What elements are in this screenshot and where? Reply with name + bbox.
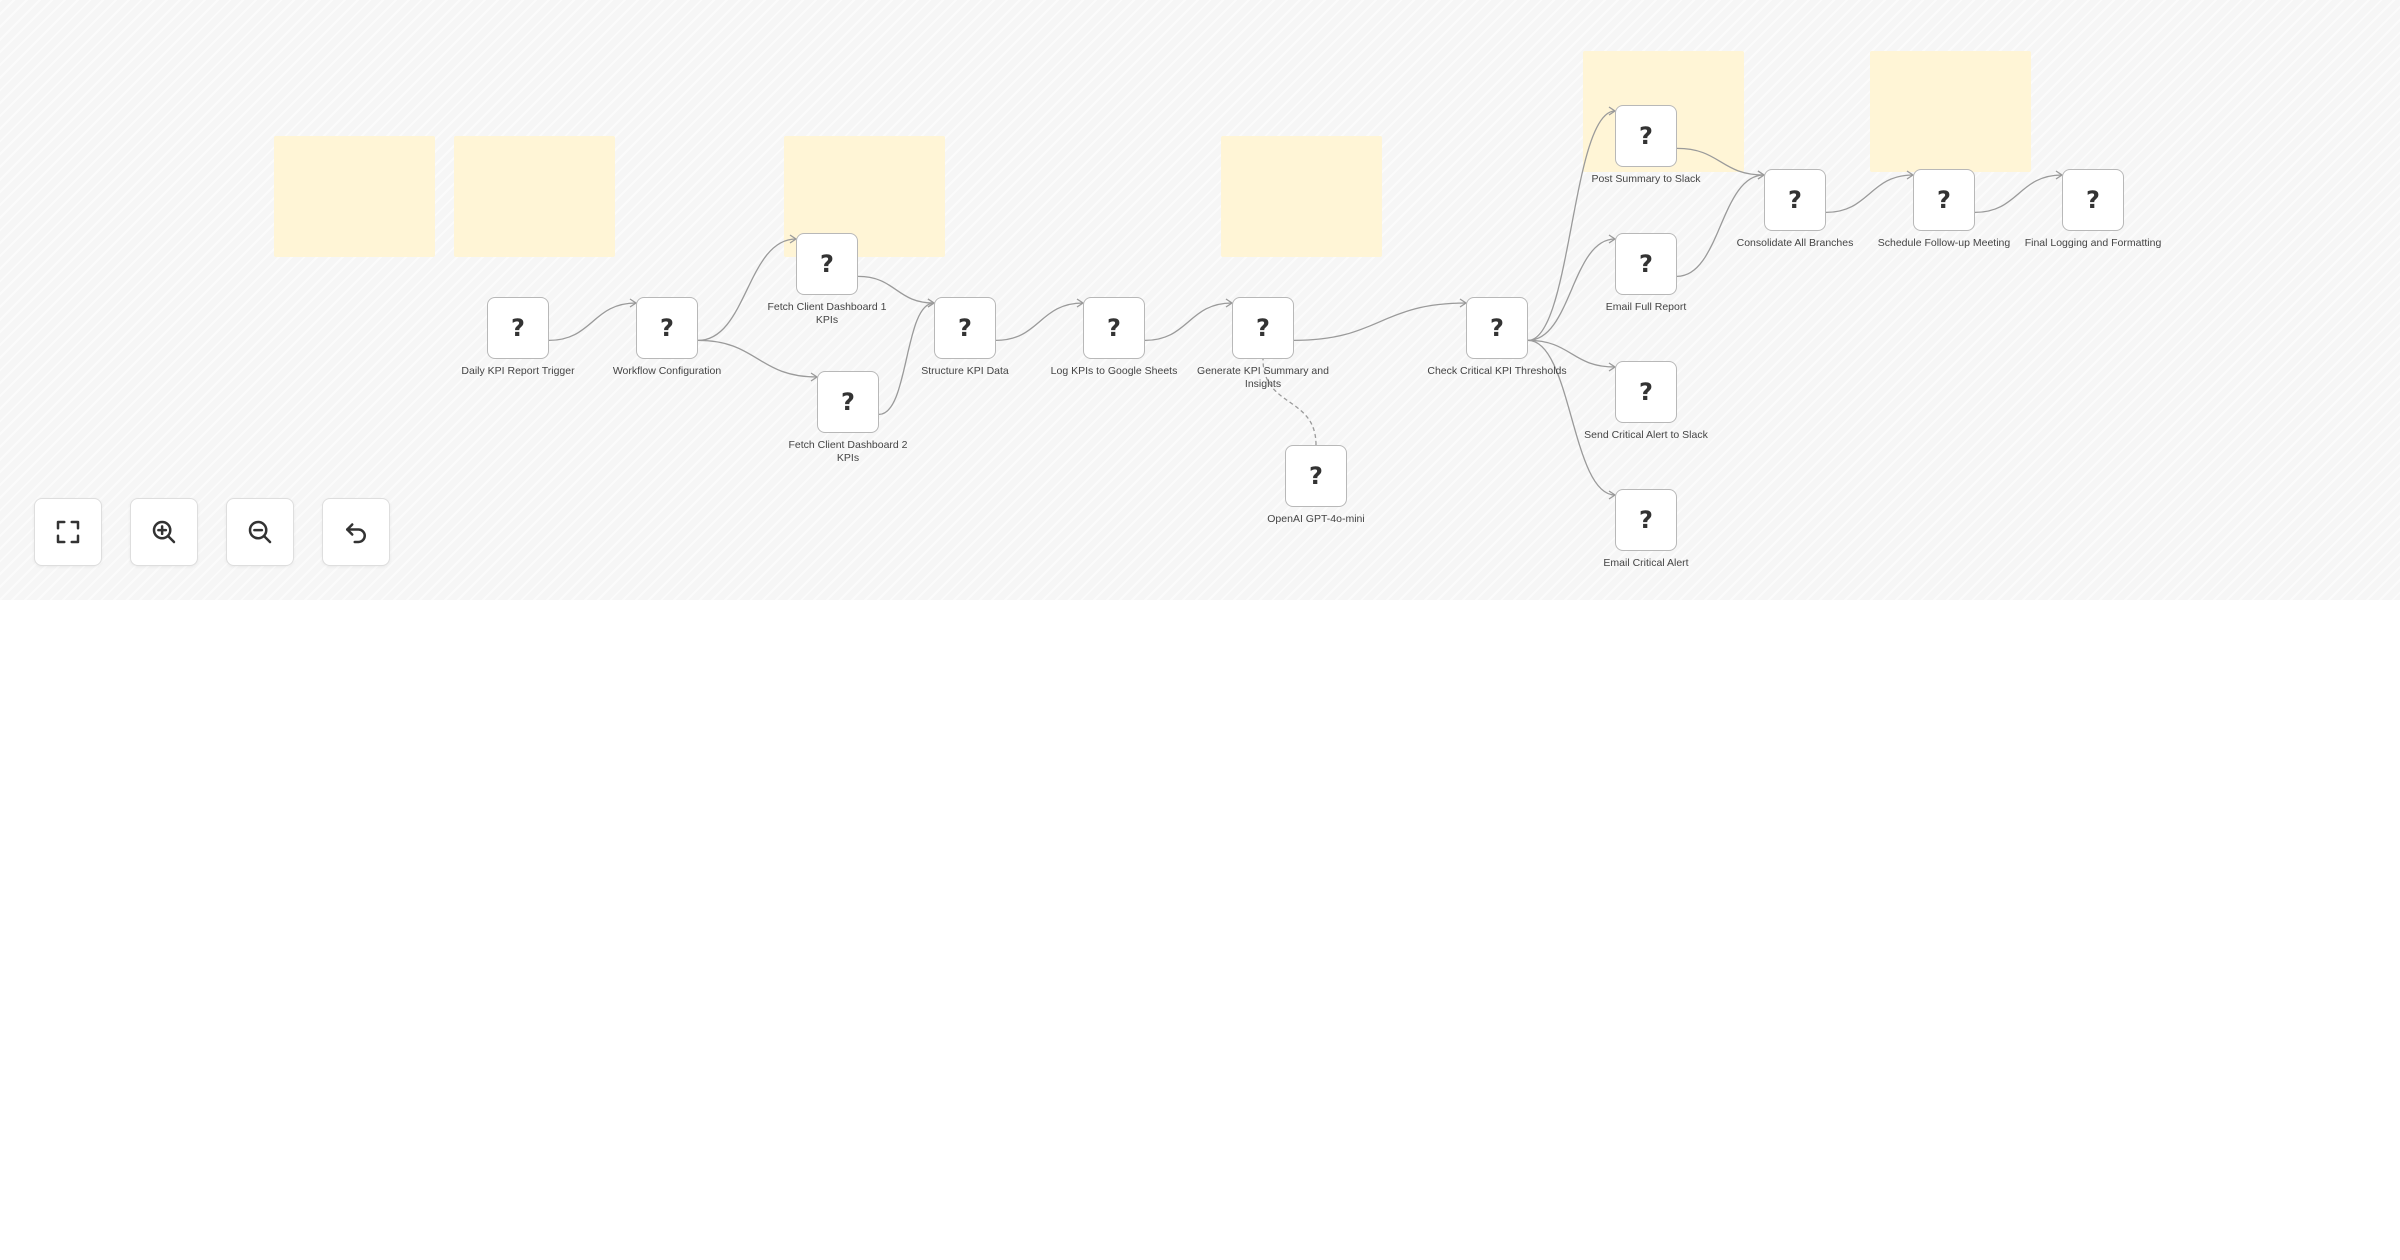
node-log-kpis-to-google-sheets[interactable]: ? Log KPIs to Google Sheets <box>1051 297 1177 377</box>
node-email-full-report[interactable]: ? Email Full Report <box>1606 233 1686 313</box>
node-structure-kpi-data[interactable]: ? Structure KPI Data <box>921 297 1009 377</box>
unknown-node-icon: ? <box>1937 186 1951 214</box>
sticky-note[interactable] <box>1870 51 2031 172</box>
connection-line <box>1676 174 1765 278</box>
undo-icon <box>346 523 366 544</box>
node-label: Daily KPI Report Trigger <box>461 365 575 377</box>
node-email-critical-alert[interactable]: ? Email Critical Alert <box>1603 489 1689 569</box>
zoom-in-icon <box>152 520 176 544</box>
unknown-node-icon: ? <box>958 314 972 342</box>
unknown-node-icon: ? <box>1788 186 1802 214</box>
sub-connection-line <box>1262 358 1317 446</box>
unknown-node-icon: ? <box>511 314 525 342</box>
node-label: Workflow Configuration <box>612 365 722 377</box>
unknown-node-icon: ? <box>820 250 834 278</box>
unknown-node-icon: ? <box>1639 378 1653 406</box>
connection-line <box>1527 339 1616 496</box>
node-label: Fetch Client Dashboard 2 KPIs <box>788 439 908 464</box>
node-label: Post Summary to Slack <box>1591 173 1701 185</box>
node-label: Send Critical Alert to Slack <box>1584 429 1708 441</box>
node-openai-gpt-4o-mini[interactable]: ? OpenAI GPT-4o-mini <box>1267 445 1365 525</box>
connection-line <box>548 302 637 342</box>
unknown-node-icon: ? <box>1639 250 1653 278</box>
unknown-node-icon: ? <box>1639 122 1653 150</box>
connection-line <box>697 238 797 342</box>
connections-layer <box>548 106 2064 500</box>
connection-line <box>1527 110 1616 342</box>
node-check-critical-kpi-thresholds[interactable]: ? Check Critical KPI Thresholds <box>1427 297 1567 377</box>
node-label: Email Critical Alert <box>1603 557 1689 569</box>
unknown-node-icon: ? <box>1107 314 1121 342</box>
connection-line <box>1293 302 1467 342</box>
connection-line <box>697 339 818 378</box>
node-generate-kpi-summary-and-insights[interactable]: ? Generate KPI Summary and Insights <box>1197 297 1329 390</box>
node-label: OpenAI GPT-4o-mini <box>1267 513 1365 525</box>
fullscreen-icon <box>56 520 80 544</box>
sticky-note[interactable] <box>274 136 435 257</box>
node-daily-kpi-report-trigger[interactable]: ? Daily KPI Report Trigger <box>461 297 575 377</box>
connection-line <box>1527 238 1616 342</box>
connection-line <box>995 302 1084 342</box>
node-send-critical-alert-to-slack[interactable]: ? Send Critical Alert to Slack <box>1584 361 1708 441</box>
node-label: Fetch Client Dashboard 1 KPIs <box>767 301 887 326</box>
node-final-logging-and-formatting[interactable]: ? Final Logging and Formatting <box>2025 169 2161 249</box>
connection-line <box>1825 174 1914 214</box>
zoom-out-button[interactable] <box>226 498 294 566</box>
node-label: Email Full Report <box>1605 301 1687 313</box>
node-workflow-configuration[interactable]: ? Workflow Configuration <box>613 297 721 377</box>
node-label: Generate KPI Summary and Insights <box>1197 365 1329 390</box>
node-label: Structure KPI Data <box>921 365 1009 377</box>
reset-button[interactable] <box>322 498 390 566</box>
node-consolidate-all-branches[interactable]: ? Consolidate All Branches <box>1737 169 1853 249</box>
canvas-controls <box>34 498 418 566</box>
sticky-note[interactable] <box>1221 136 1382 257</box>
node-fetch-client-dashboard-1-kpis[interactable]: ? Fetch Client Dashboard 1 KPIs <box>767 233 887 326</box>
unknown-node-icon: ? <box>1309 462 1323 490</box>
unknown-node-icon: ? <box>1639 506 1653 534</box>
node-label: Consolidate All Branches <box>1736 237 1854 249</box>
unknown-node-icon: ? <box>1490 314 1504 342</box>
zoom-out-icon <box>248 520 272 544</box>
zoom-in-button[interactable] <box>130 498 198 566</box>
connection-line <box>878 302 935 416</box>
unknown-node-icon: ? <box>2086 186 2100 214</box>
unknown-node-icon: ? <box>841 388 855 416</box>
node-schedule-follow-up-meeting[interactable]: ? Schedule Follow-up Meeting <box>1878 169 2010 249</box>
unknown-node-icon: ? <box>1256 314 1270 342</box>
fit-view-button[interactable] <box>34 498 102 566</box>
unknown-node-icon: ? <box>660 314 674 342</box>
connection-line <box>1676 147 1765 176</box>
workflow-canvas[interactable]: ? Daily KPI Report Trigger ? Workflow Co… <box>0 0 2400 600</box>
connection-line <box>857 275 935 304</box>
node-label: Final Logging and Formatting <box>2024 237 2162 249</box>
node-post-summary-to-slack[interactable]: ? Post Summary to Slack <box>1591 105 1701 185</box>
node-fetch-client-dashboard-2-kpis[interactable]: ? Fetch Client Dashboard 2 KPIs <box>788 371 908 464</box>
connection-line <box>1974 174 2063 214</box>
node-label: Log KPIs to Google Sheets <box>1050 365 1178 377</box>
connection-line <box>1144 302 1233 342</box>
connection-line <box>1527 339 1616 368</box>
sticky-note[interactable] <box>454 136 615 257</box>
node-label: Check Critical KPI Thresholds <box>1427 365 1567 377</box>
node-label: Schedule Follow-up Meeting <box>1877 237 2011 249</box>
